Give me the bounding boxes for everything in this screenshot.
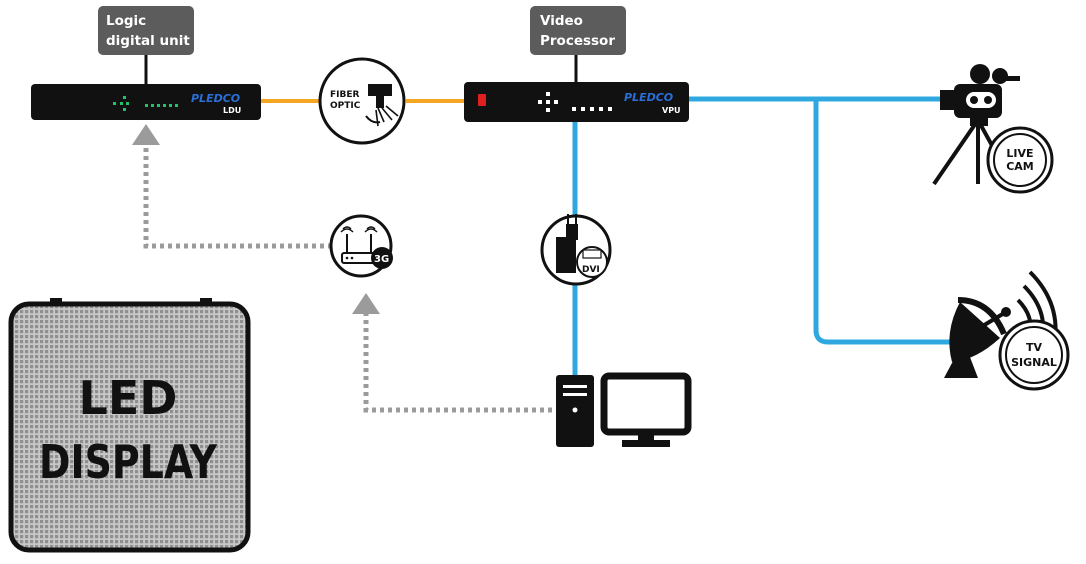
router-3g-chip <box>371 247 393 269</box>
tv-signal-group: TV SIGNAL <box>944 270 1070 391</box>
ldu-model: LDU <box>223 106 241 115</box>
dvi-connector-icon <box>556 214 578 273</box>
ldu-callout-line1: Logic <box>106 13 146 29</box>
wireless-link-pc <box>363 312 556 413</box>
ldu-callout: Logic digital unit <box>98 6 194 84</box>
vpu-callout-line2: Processor <box>540 33 615 49</box>
vpu-callout-line1: Video <box>540 13 583 29</box>
dvi-badge: DVI <box>540 214 612 286</box>
desktop-computer-icon <box>556 372 692 447</box>
vpu-device: PLEDCO VPU <box>464 82 689 122</box>
vpu-brand: PLEDCO <box>624 91 673 104</box>
vpu-callout: Video Processor <box>530 6 626 82</box>
vpu-model: VPU <box>662 106 681 115</box>
led-display-panel: LED DISPLAY <box>8 298 251 553</box>
vpu-power-indicator <box>478 94 486 106</box>
fiber-optic-label-1: FIBER <box>330 90 360 100</box>
led-display-line1: LED <box>79 371 178 425</box>
video-link-satellite <box>813 99 950 345</box>
ldu-callout-line2: digital unit <box>106 33 190 49</box>
arrowhead-ldu <box>132 124 160 145</box>
arrowhead-router <box>352 293 380 314</box>
dvi-label: DVI <box>582 265 600 275</box>
fiber-optic-badge: FIBER OPTIC <box>318 57 406 145</box>
ldu-brand: PLEDCO <box>191 92 240 105</box>
tv-signal-label-1: TV <box>1026 341 1043 354</box>
router-3g-label: 3G <box>374 254 389 265</box>
vpu-callout-box <box>530 6 626 55</box>
fiber-optic-icon <box>365 84 399 127</box>
wireless-link-ldu <box>143 148 333 249</box>
live-cam-group: LIVE CAM <box>932 64 1054 194</box>
ldu-callout-box <box>98 6 194 55</box>
fiber-optic-label-2: OPTIC <box>330 101 361 111</box>
video-camera-icon <box>932 64 1020 186</box>
live-cam-label-1: LIVE <box>1006 147 1033 160</box>
live-cam-label-2: CAM <box>1006 160 1034 173</box>
ldu-status-leds <box>113 96 178 111</box>
tv-signal-label-2: SIGNAL <box>1011 356 1057 369</box>
ldu-device: PLEDCO LDU <box>31 84 261 120</box>
led-display-line2: DISPLAY <box>39 435 218 489</box>
vpu-status-leds <box>538 92 612 112</box>
router-3g-badge: 3G <box>329 214 393 278</box>
connections <box>132 96 950 413</box>
wireless-router-icon <box>340 226 378 264</box>
